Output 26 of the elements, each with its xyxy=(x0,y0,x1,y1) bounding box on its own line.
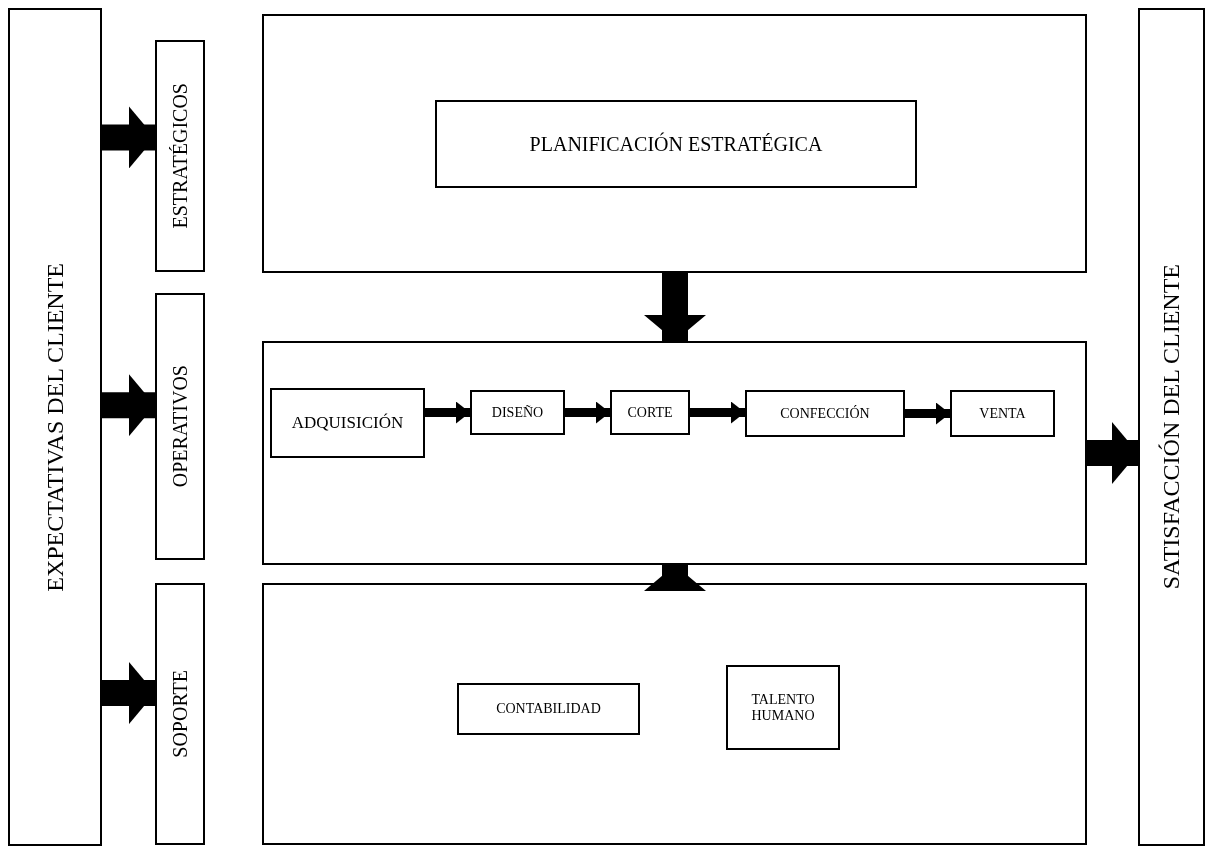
arrow xyxy=(565,401,610,424)
block-arrow xyxy=(1087,422,1138,484)
arrow xyxy=(690,401,745,424)
process-box: VENTA xyxy=(950,390,1055,437)
block-arrow xyxy=(644,565,706,591)
process-box: ADQUISICIÓN xyxy=(270,388,425,458)
process-box: PLANIFICACIÓN ESTRATÉGICA xyxy=(435,100,917,188)
category-label: OPERATIVOS xyxy=(155,293,205,560)
process-group-box xyxy=(262,341,1087,565)
block-arrow xyxy=(102,662,155,725)
block-arrow xyxy=(102,374,155,437)
process-group-box xyxy=(262,583,1087,845)
process-box: TALENTO HUMANO xyxy=(726,665,840,750)
process-box: DISEÑO xyxy=(470,390,565,435)
vertical-band: EXPECTATIVAS DEL CLIENTE xyxy=(8,8,102,846)
process-group-box xyxy=(262,14,1087,273)
process-box: CONTABILIDAD xyxy=(457,683,640,735)
vertical-band: SATISFACCIÓN DEL CLIENTE xyxy=(1138,8,1205,846)
category-label: SOPORTE xyxy=(155,583,205,845)
arrow xyxy=(905,402,950,425)
block-arrow xyxy=(644,273,706,341)
process-box: CORTE xyxy=(610,390,690,435)
block-arrow xyxy=(102,106,155,169)
arrow xyxy=(425,401,470,424)
process-box: CONFECCIÓN xyxy=(745,390,905,437)
category-label: ESTRATÉGICOS xyxy=(155,40,205,272)
